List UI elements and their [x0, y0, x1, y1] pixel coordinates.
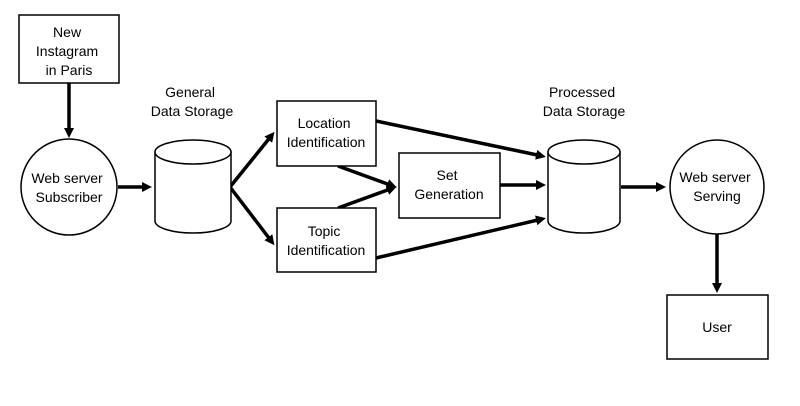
- edge-topic-to-set-generation: [337, 185, 397, 210]
- processed-storage-label: Processed Data Storage: [543, 84, 626, 119]
- node-topic-identification: Topic Identification: [276, 207, 377, 273]
- node-new-instagram-label: New Instagram in Paris: [36, 24, 102, 78]
- node-location-identification: Location Identification: [276, 100, 377, 167]
- node-web-server-subscriber-label: Web server Subscriber: [31, 170, 106, 205]
- node-location-identification-label: Location Identification: [287, 115, 366, 150]
- node-topic-identification-label: Topic Identification: [287, 223, 366, 258]
- edge-location-to-set-generation: [337, 164, 397, 189]
- node-web-server-serving-label: Web server Serving: [679, 169, 754, 204]
- node-web-server-serving: Web server Serving: [669, 139, 765, 235]
- general-storage-label: General Data Storage: [151, 84, 234, 119]
- node-new-instagram: New Instagram in Paris: [18, 14, 120, 84]
- edges: [64, 83, 722, 293]
- edge-location-to-processed-storage: [375, 119, 546, 160]
- edge-general-storage-to-topic: [228, 185, 275, 246]
- processed-storage-cylinder: [547, 139, 621, 234]
- node-web-server-subscriber: Web server Subscriber: [20, 138, 118, 236]
- node-set-generation: Set Generation: [398, 152, 501, 219]
- node-set-generation-label: Set Generation: [414, 167, 483, 202]
- general-storage-cylinder: [154, 139, 232, 234]
- edge-topic-to-processed-storage: [375, 215, 546, 260]
- edge-general-storage-to-location: [228, 131, 275, 189]
- node-user-label: User: [702, 319, 732, 335]
- node-user: User: [666, 294, 769, 360]
